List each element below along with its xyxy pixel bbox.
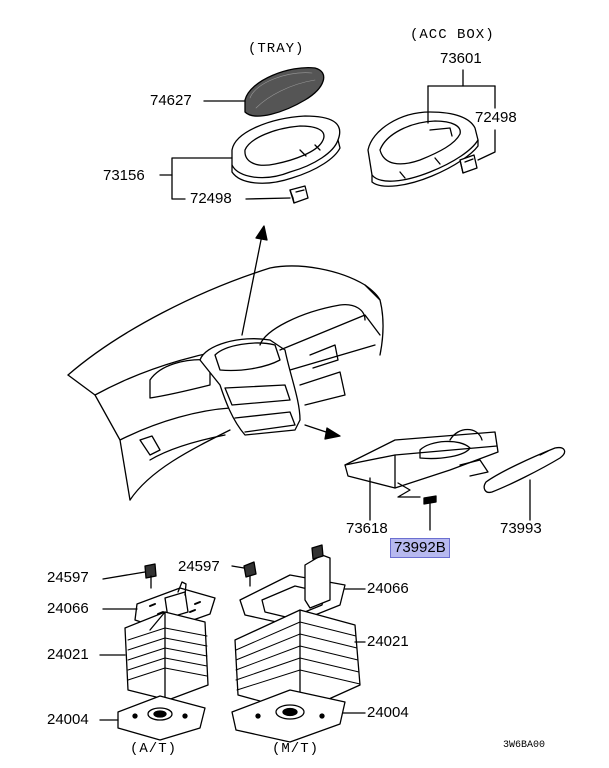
acc-box-73601	[367, 111, 479, 187]
dashboard-panel	[67, 265, 384, 501]
part-label-24021-at[interactable]: 24021	[47, 646, 89, 663]
part-label-24004-at[interactable]: 24004	[47, 711, 89, 728]
part-label-73618[interactable]: 73618	[346, 520, 388, 537]
clip-72498-tray	[289, 185, 309, 204]
plate-24004-at	[117, 695, 206, 741]
part-label-73992b[interactable]: 73992B	[390, 538, 450, 558]
part-label-74627[interactable]: 74627	[150, 92, 192, 109]
arrow-up-tray	[241, 225, 268, 336]
reference-code: 3W6BA00	[503, 740, 546, 751]
part-label-24597-mt[interactable]: 24597	[178, 558, 220, 575]
part-label-72498-tray[interactable]: 72498	[190, 190, 232, 207]
boot-24021-at	[124, 611, 209, 701]
boot-24021-mt	[234, 544, 361, 713]
clip-72498-acc	[459, 154, 478, 174]
trim-strip-73993	[483, 446, 566, 494]
part-label-24021-mt[interactable]: 24021	[367, 633, 409, 650]
bolt-24597-at	[144, 563, 157, 589]
arrow-right-lower	[304, 424, 341, 440]
part-label-73993[interactable]: 73993	[500, 520, 542, 537]
lower-cover-73618	[344, 428, 499, 489]
part-label-24066-mt[interactable]: 24066	[367, 580, 409, 597]
tray-bezel-73156	[231, 115, 341, 184]
part-label-72498-acc[interactable]: 72498	[475, 109, 517, 126]
part-label-24597-at[interactable]: 24597	[47, 569, 89, 586]
part-label-73156[interactable]: 73156	[103, 167, 145, 184]
part-label-73601[interactable]: 73601	[440, 50, 482, 67]
bolt-24597-mt	[243, 561, 257, 587]
caption-at: (A/T)	[130, 741, 178, 757]
screw-73992b	[423, 495, 437, 531]
part-label-24004-mt[interactable]: 24004	[367, 704, 409, 721]
caption-tray: (TRAY)	[248, 41, 305, 57]
caption-acc-box: (ACC BOX)	[410, 27, 495, 43]
caption-mt: (M/T)	[272, 741, 320, 757]
plate-24004-mt	[231, 689, 346, 743]
tray-mat-74627	[244, 66, 325, 117]
part-label-24066-at[interactable]: 24066	[47, 600, 89, 617]
